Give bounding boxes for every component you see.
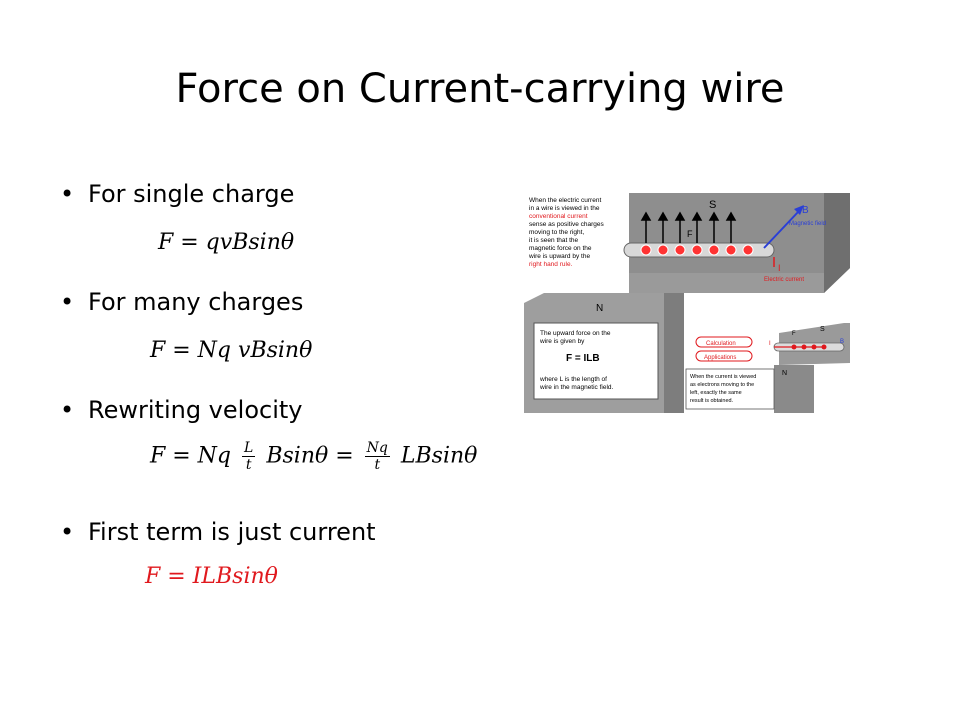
bullet-many-charges: • For many charges [60,288,303,316]
fig-top-text-5: it is seen that the [529,237,579,244]
frac-denominator: t [245,457,252,473]
fig-top-text-2: conventional current [529,213,588,220]
fig-box-text2-0: where L is the length of [539,376,607,383]
fig-box-text2-1: wire in the magnetic field. [539,384,614,391]
fig-top-text-6: magnetic force on the [529,245,592,252]
equation-many-charges: F = Nq vBsinθ [150,338,313,363]
fig-bottom-text-2: left, exactly the same [690,390,742,396]
equation-current: F = ILBsinθ [145,564,278,589]
fig-small-b: B [840,339,844,345]
fig-small-n: N [782,370,787,377]
eq-rhs: LBsinθ [400,443,478,469]
equation-single-charge: F = qvBsinθ [158,230,295,255]
bullet-label: Rewriting velocity [88,396,303,424]
magnetic-force-figure: When the electric current in a wire is v… [524,193,850,413]
fig-formula: F = ILB [566,353,600,364]
bullet-rewriting-velocity: • Rewriting velocity [60,396,302,424]
fig-small-f: F [792,331,796,337]
eq-lhs: F = Nq [150,443,232,469]
fig-pole-n: N [596,303,603,314]
bullet-dot: • [60,518,75,546]
fig-force-label: F [687,229,693,239]
bullet-label: For single charge [88,180,295,208]
frac-numerator: Nq [364,440,390,457]
bullet-dot: • [60,396,75,424]
fig-small-s: S [820,326,825,333]
frac-denominator: t [374,457,381,473]
bullet-single-charge: • For single charge [60,180,294,208]
fig-calc-button: Calculation [706,341,736,347]
fig-apps-button: Applications [704,355,736,361]
equation-rewriting-velocity: F = Nq L t Bsinθ = Nq t LBsinθ [150,440,477,473]
fraction-nq-over-t: Nq t [364,440,390,473]
frac-numerator: L [242,440,256,457]
fig-top-text-8: right hand rule. [529,261,573,268]
fig-box-text-1: wire is given by [539,338,585,345]
eq-mid: Bsinθ = [266,443,354,469]
fig-top-text-7: wire is upward by the [528,253,590,260]
fig-box-text-0: The upward force on the [540,330,611,337]
bullet-label: For many charges [88,288,304,316]
bullet-first-term: • First term is just current [60,518,376,546]
fig-top-text-3: sense as positive charges [529,221,605,228]
bullet-label: First term is just current [88,518,376,546]
fig-b-label: B [802,205,809,216]
fig-top-text-4: moving to the right, [529,229,584,236]
bullet-dot: • [60,288,75,316]
fig-pole-s: S [709,199,716,211]
fig-top-text-1: in a wire is viewed in the [529,205,600,212]
fig-bottom-text-3: result is obtained. [690,398,734,404]
fraction-l-over-t: L t [242,440,256,473]
fig-magnetic-field-label: Magnetic field [789,221,826,227]
fig-bottom-text-0: When the current is viewed [690,374,756,380]
slide-title: Force on Current-carrying wire [175,66,785,112]
fig-top-text-0: When the electric current [529,197,601,204]
fig-bottom-text-1: as electrons moving to the [690,382,754,388]
fig-current-label: I [778,263,781,273]
fig-electric-current-label: Electric current [764,277,804,283]
bullet-dot: • [60,180,75,208]
fig-small-i: I [769,341,771,347]
